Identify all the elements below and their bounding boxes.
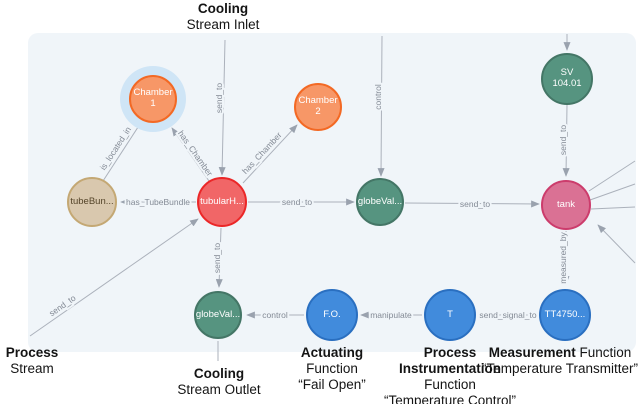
edge-label[interactable]: measured_by	[556, 230, 570, 286]
node-tt4750[interactable]: TT4750...	[539, 289, 591, 341]
edge-is-located-in[interactable]: is_located_in	[96, 120, 143, 182]
edge-label[interactable]: control	[371, 82, 385, 112]
label-measurement-function: Measurement Function “Temperature Transm…	[481, 345, 639, 376]
edge-process-send-to[interactable]: send_to	[29, 218, 199, 337]
node-label: globeVal...	[195, 308, 241, 320]
edge-label[interactable]: manipulate	[368, 308, 414, 322]
node-tubular-heater[interactable]: tubularH...	[197, 177, 247, 227]
edge-label[interactable]: control	[260, 308, 290, 322]
node-globe-valve-mid[interactable]: globeVal...	[356, 178, 404, 226]
edge-label[interactable]: send_to	[556, 123, 570, 158]
edge-has-tubebundle[interactable]: has_TubeBundle	[120, 195, 196, 209]
label-process-stream: Process Stream	[5, 345, 59, 376]
node-label: Chamber 2	[298, 95, 338, 117]
node-label: T	[447, 308, 453, 320]
edge-label[interactable]: has_TubeBundle	[124, 195, 192, 209]
label-cooling-stream-inlet: Cooling Stream Inlet	[186, 1, 260, 32]
edge-label[interactable]: is_located_in	[96, 123, 136, 174]
edge-has-chamber-2[interactable]: has_Chamber	[238, 124, 298, 184]
edge-label[interactable]: send_to	[458, 197, 493, 211]
edge-measured-by[interactable]: measured_by	[556, 230, 570, 286]
edge-label[interactable]: has_Chamber	[174, 127, 217, 181]
node-label: SV 104.01	[552, 67, 582, 89]
edge-label[interactable]: send_to	[212, 81, 226, 116]
node-chamber-1[interactable]: Chamber 1	[129, 75, 177, 123]
edge-send-signal-to[interactable]: send_signal_to	[477, 308, 538, 322]
node-globe-valve-bottom[interactable]: globeVal...	[194, 291, 242, 339]
node-chamber-2[interactable]: Chamber 2	[294, 83, 342, 131]
edge-control-top[interactable]: control	[371, 35, 385, 177]
edge-label[interactable]: has_Chamber	[238, 128, 286, 178]
edge-sv-send-to[interactable]: send_to	[556, 104, 570, 177]
edge-inlet-send-to[interactable]: send_to	[212, 39, 226, 176]
node-label: tubularH...	[200, 195, 244, 207]
edge-tank-right-1[interactable]	[588, 160, 636, 192]
label-actuating-function: Actuating Function “Fail Open”	[298, 345, 366, 392]
node-label: F.O.	[323, 308, 341, 320]
node-label: globeVal...	[357, 195, 403, 207]
node-tank[interactable]: tank	[541, 180, 591, 230]
edge-send-to-mid-valve[interactable]: send_to	[248, 195, 355, 209]
node-label: tank	[557, 198, 575, 210]
node-tube-bundle[interactable]: tubeBun...	[67, 177, 117, 227]
edge-tank-right-2[interactable]	[589, 183, 636, 201]
edge-send-to-outlet-valve[interactable]: send_to	[210, 227, 224, 288]
edge-label[interactable]: send_signal_to	[477, 308, 538, 322]
node-label: Chamber 1	[133, 87, 173, 109]
edge-tank-right-3[interactable]	[590, 206, 636, 210]
node-label: TT4750...	[544, 308, 586, 320]
label-cooling-stream-outlet: Cooling Stream Outlet	[177, 366, 261, 397]
edge-send-to-tank[interactable]: send_to	[404, 197, 540, 211]
edge-tank-incoming[interactable]	[597, 224, 636, 264]
edge-has-chamber-1[interactable]: has_Chamber	[171, 127, 217, 182]
edge-label[interactable]: send_to	[210, 241, 224, 276]
node-label: tubeBun...	[70, 195, 114, 207]
label-process-instrumentation-function: Process Instrumentation Function “Temper…	[383, 345, 517, 404]
edge-control-bottom[interactable]: control	[246, 308, 304, 322]
node-temperature-controller[interactable]: T	[424, 289, 476, 341]
node-fail-open[interactable]: F.O.	[306, 289, 358, 341]
edge-manipulate[interactable]: manipulate	[360, 308, 422, 322]
edge-label[interactable]: send_to	[280, 195, 315, 209]
node-sv-104[interactable]: SV 104.01	[541, 53, 593, 105]
